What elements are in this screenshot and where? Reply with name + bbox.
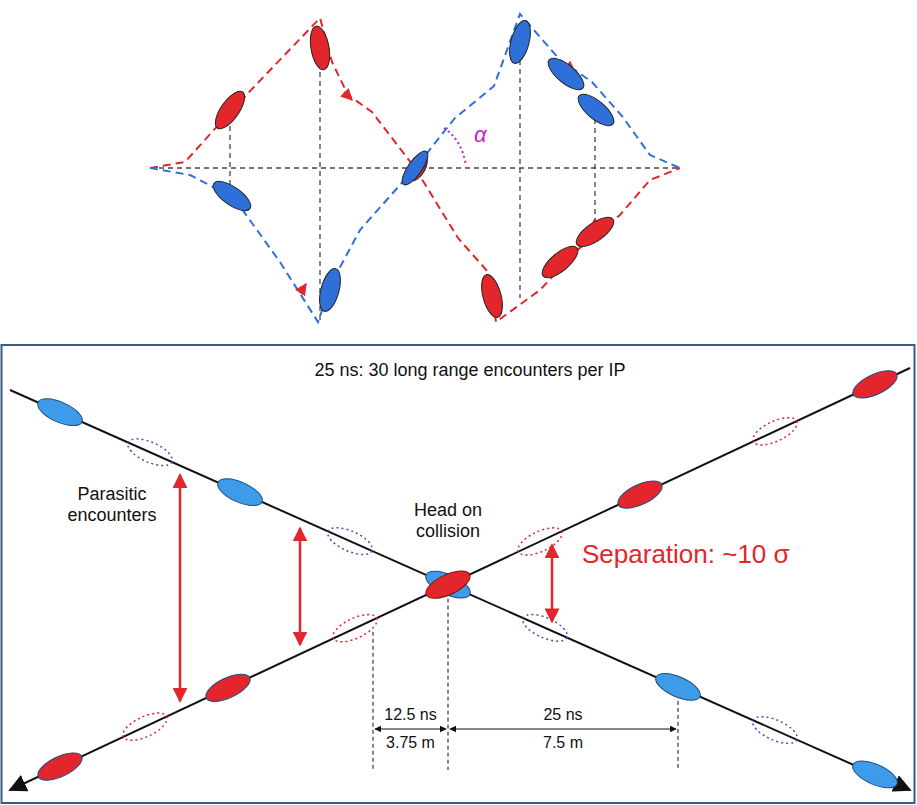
dimension-line bbox=[450, 729, 676, 730]
bunch bbox=[572, 212, 618, 252]
parasitic-bunch bbox=[749, 412, 801, 450]
bunch bbox=[849, 756, 901, 794]
frame bbox=[2, 345, 915, 803]
bunch bbox=[506, 18, 535, 65]
dimension-label: 25 ns bbox=[448, 706, 678, 724]
dimension-label: 7.5 m bbox=[448, 734, 678, 752]
angle-symbol: α bbox=[474, 122, 504, 147]
bunch bbox=[849, 365, 901, 403]
dimension-label: 12.5 ns bbox=[373, 706, 448, 724]
bunch bbox=[34, 747, 86, 785]
parasitic-bunch bbox=[519, 609, 571, 647]
bunch bbox=[537, 241, 582, 283]
dimension-line bbox=[375, 729, 446, 730]
beam-line bbox=[10, 368, 910, 790]
bunch bbox=[614, 475, 666, 513]
bunch bbox=[209, 176, 255, 216]
dimension-label: 3.75 m bbox=[373, 734, 448, 752]
callout-label: Parasitic encounters bbox=[52, 484, 172, 525]
direction-arrow bbox=[344, 92, 352, 100]
projection-line bbox=[594, 110, 595, 232]
bunch bbox=[214, 473, 266, 511]
colliding-bunch bbox=[422, 566, 474, 604]
bunch bbox=[573, 89, 618, 131]
dimension-guide bbox=[678, 701, 679, 770]
red-beam-orbit bbox=[150, 18, 680, 322]
parasitic-bunch bbox=[514, 522, 566, 560]
bunch bbox=[316, 266, 345, 313]
bunch bbox=[652, 668, 704, 706]
bunch bbox=[398, 148, 432, 189]
colliding-bunch bbox=[422, 565, 474, 603]
callout-label: Head on collision bbox=[400, 500, 496, 541]
parasitic-bunch bbox=[749, 711, 801, 749]
direction-arrow bbox=[300, 284, 306, 293]
dimension-guide bbox=[373, 632, 374, 770]
blue-beam-orbit bbox=[150, 14, 680, 322]
projection-line bbox=[319, 45, 320, 320]
bunch bbox=[210, 87, 250, 133]
caption-note: 25 ns: 30 long range encounters per IP bbox=[270, 360, 670, 381]
separation-label: Separation: ~10 σ bbox=[582, 540, 822, 570]
bunch bbox=[307, 25, 332, 71]
projection-line bbox=[519, 42, 520, 298]
parasitic-bunch bbox=[124, 433, 176, 471]
separation-arrow bbox=[551, 545, 554, 622]
parasitic-bunch bbox=[324, 522, 376, 560]
bunch bbox=[34, 393, 86, 431]
separation-arrow bbox=[179, 475, 182, 702]
angle-arc bbox=[444, 128, 466, 166]
bunch bbox=[478, 272, 507, 319]
bunch bbox=[543, 53, 588, 95]
bunch bbox=[202, 669, 254, 707]
parasitic-bunch bbox=[119, 707, 171, 745]
separation-arrow bbox=[299, 528, 302, 645]
dimension-guide bbox=[448, 599, 449, 770]
beam-line bbox=[10, 390, 910, 790]
